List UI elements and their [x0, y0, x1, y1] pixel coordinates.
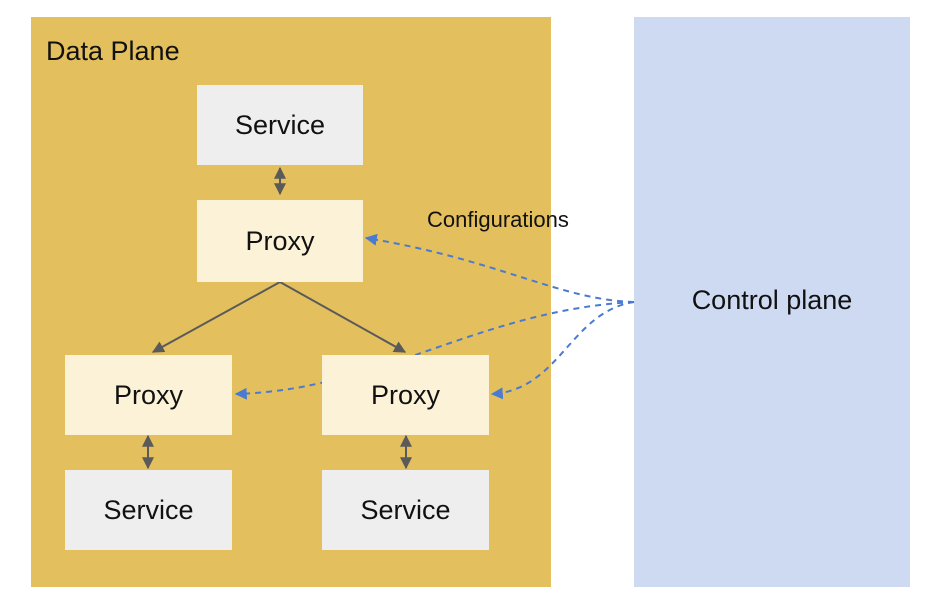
- control-plane-label: Control plane: [691, 285, 853, 315]
- service-node-right: Service: [322, 470, 489, 550]
- control-plane-region: [634, 17, 910, 587]
- proxy-node-left: Proxy: [65, 355, 232, 435]
- config-link-proxy-right: [490, 301, 635, 400]
- link-proxy-top-proxy-right: [279, 281, 407, 353]
- data-plane-title: Data Plane: [46, 36, 180, 66]
- service-node-top: Service: [197, 85, 363, 165]
- proxy-node-top: Proxy: [197, 200, 363, 282]
- configurations-label: Configurations: [427, 207, 569, 232]
- config-link-proxy-top: [364, 233, 635, 303]
- link-proxy-top-proxy-left: [151, 281, 281, 353]
- service-node-left: Service: [65, 470, 232, 550]
- config-link-proxy-left: [234, 301, 635, 400]
- proxy-node-right: Proxy: [322, 355, 489, 435]
